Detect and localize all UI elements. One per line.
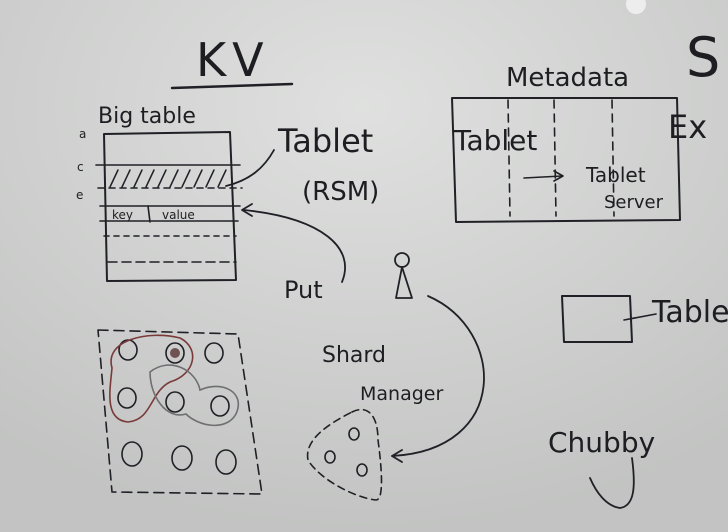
edge-ex: Ex bbox=[668, 108, 707, 146]
tablet-label: Tablet bbox=[277, 122, 373, 160]
row-letter-a: a bbox=[79, 127, 86, 141]
shard-group bbox=[306, 408, 383, 501]
shard-manager-line2: Manager bbox=[360, 383, 443, 405]
shard-manager: Shard Manager bbox=[322, 252, 485, 463]
node-highlight bbox=[170, 348, 180, 358]
shard-node bbox=[356, 463, 368, 477]
node bbox=[165, 342, 185, 364]
shard-node bbox=[324, 450, 336, 464]
big-table: Big table a c e key value bbox=[76, 104, 243, 282]
big-table-label: Big table bbox=[98, 104, 196, 129]
chubby: Chubby bbox=[548, 426, 655, 509]
right-table: Table bbox=[561, 295, 728, 343]
row-letter-c: c bbox=[77, 160, 84, 174]
edge-letter-s: S bbox=[686, 26, 720, 89]
right-table-label: Table bbox=[651, 295, 728, 330]
rsm-label: (RSM) bbox=[302, 177, 379, 207]
metadata-server-line1: Tablet bbox=[585, 163, 646, 187]
node bbox=[165, 391, 185, 413]
row-letter-e: e bbox=[76, 188, 83, 202]
node bbox=[204, 342, 224, 364]
node bbox=[121, 441, 143, 467]
red-group-outline bbox=[109, 334, 194, 423]
metadata: Metadata Tablet Tablet Server bbox=[451, 63, 681, 223]
node bbox=[215, 449, 237, 475]
shard-manager-body bbox=[395, 266, 413, 299]
node bbox=[210, 395, 230, 417]
value-column-label: value bbox=[162, 208, 195, 222]
kv-title-text: KV bbox=[196, 33, 270, 87]
kv-title: KV bbox=[170, 33, 294, 90]
shard-node bbox=[348, 427, 360, 441]
put-label: Put bbox=[284, 276, 323, 304]
shard-manager-line1: Shard bbox=[322, 343, 386, 368]
metadata-label: Metadata bbox=[506, 63, 629, 93]
light-glare bbox=[626, 0, 646, 14]
gray-group-outline bbox=[149, 364, 239, 427]
metadata-tablet: Tablet bbox=[453, 124, 537, 157]
tablet-rsm: Tablet (RSM) bbox=[225, 122, 379, 207]
node bbox=[171, 445, 193, 471]
metadata-server-line2: Server bbox=[604, 192, 664, 213]
key-column-label: key bbox=[112, 208, 133, 222]
put-arrow: Put bbox=[241, 203, 346, 304]
server-cluster bbox=[97, 329, 263, 495]
chubby-label: Chubby bbox=[548, 426, 655, 459]
tablet-hatch bbox=[109, 169, 227, 188]
node bbox=[117, 387, 137, 409]
